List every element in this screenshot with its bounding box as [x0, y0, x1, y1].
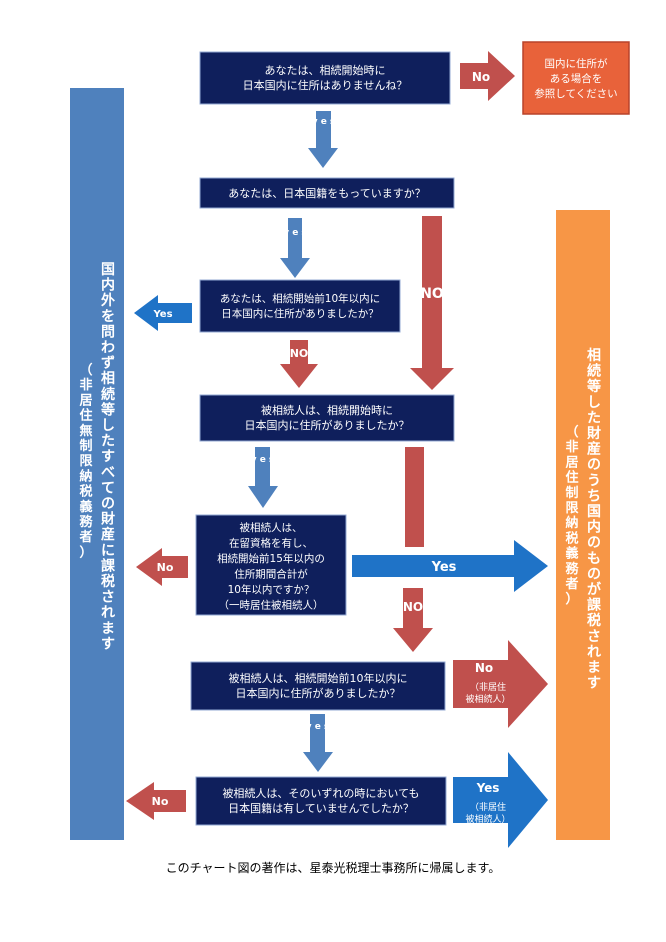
no-arrow-left-q5-label: No: [157, 561, 174, 574]
text-line: 被相続人は、そのいずれの時においても: [222, 786, 419, 800]
question-box-1: [199, 51, 451, 105]
text-line: 日本国内に住所がありましたか？: [221, 307, 379, 320]
text-line: 日本国内に住所がありましたか？: [245, 418, 410, 432]
left-column-text: 国内外を問わず相続等したすべての財産に課税されます （非居住無制限納税義務者）: [78, 262, 116, 652]
left-result-column: [70, 88, 124, 840]
no-arrow-q3: [280, 340, 318, 388]
no-arrow-right-q6-label: No: [475, 661, 493, 675]
text-line: 相続開始前15年以内の: [217, 552, 325, 565]
text-line: あなたは、相続開始前10年以内に: [220, 292, 380, 305]
yes-arrow-6-label: y e s: [306, 722, 330, 732]
no-arrow-left-q7: [126, 782, 186, 820]
copyright-footer: このチャート図の著作は、星泰光税理士事務所に帰属します。: [165, 861, 501, 875]
yes-arrow-1: [308, 111, 338, 168]
text-line: 日本国籍は有していませんでしたか？: [228, 801, 414, 815]
question-box-2: [199, 177, 455, 209]
text-line: ある場合を: [550, 72, 603, 85]
text-line: あなたは、相続開始時に: [265, 63, 386, 77]
no-bar-q4: [405, 447, 424, 547]
question-box-7: [195, 776, 447, 826]
text-line: あなたは、日本国籍をもっていますか？: [228, 186, 425, 200]
yes-arrow-1-label: y e s: [312, 117, 336, 127]
question-2-text: あなたは、日本国籍をもっていますか？: [228, 186, 425, 200]
text-line: 日本国内に住所がありましたか？: [236, 686, 401, 700]
no-arrow-q3-label: NO: [290, 347, 309, 360]
question-box-6: [190, 661, 446, 711]
text-line: 被相続人は、: [240, 521, 303, 534]
no-arrow-right-q6-sub-b: 被相続人）: [465, 693, 510, 705]
no-arrow-q2: [410, 216, 454, 390]
no-arrow-q2-label: NO: [420, 286, 444, 302]
yes-arrow-2-label: y e s: [283, 228, 307, 238]
no-arrow-q5-label: NO: [403, 600, 423, 614]
no-arrow-1-label: No: [472, 70, 490, 84]
text-line: 国内に住所が: [545, 57, 608, 70]
question-box-5: [195, 514, 347, 616]
no-arrow-right-q6-sub-a: （非居住: [470, 681, 506, 693]
text-line: 日本国内に住所はありませんね？: [243, 78, 408, 92]
text-line: 在留資格を有し、: [229, 537, 313, 550]
yes-arrow-right-q7-sub-b: 被相続人）: [465, 813, 510, 825]
yes-arrow-6: [303, 714, 333, 772]
yes-arrow-right-q5-label: Yes: [431, 560, 457, 575]
yes-arrow-4: [248, 447, 278, 508]
text-line: 住所期間合計が: [234, 568, 308, 581]
vertical-text: 国内外を問わず相続等したすべての財産に課税されます: [100, 262, 116, 652]
yes-arrow-right-q5: [352, 540, 548, 592]
text-line: 参照してください: [534, 87, 617, 100]
no-arrow-1: [460, 51, 515, 101]
yes-arrow-left-q3: [134, 295, 192, 331]
yes-arrow-right-q7-label: Yes: [476, 781, 500, 795]
yes-arrow-right-q7: [453, 752, 548, 848]
vertical-text: 相続等した財産のうち国内のものが課税されます: [586, 347, 602, 692]
yes-arrow-right-q7-sub-a: （非居住: [470, 801, 506, 813]
vertical-text: （非居住無制限納税義務者）: [78, 362, 93, 560]
question-box-3: [199, 279, 401, 333]
yes-arrow-left-q3-label: Yes: [152, 309, 172, 320]
no-arrow-right-q6: [453, 640, 548, 728]
yes-arrow-4-label: y e s: [251, 455, 275, 465]
no-arrow-left-q5: [136, 548, 188, 586]
right-column-text: 相続等した財産のうち国内のものが課税されます （非居住制限納税義務者）: [564, 347, 602, 692]
text-line: （一時居住被相続人）: [219, 599, 324, 612]
yes-arrow-2: [280, 218, 310, 278]
text-line: 被相続人は、相続開始前10年以内に: [229, 671, 408, 685]
question-box-4: [199, 394, 455, 442]
note-box: [522, 41, 630, 115]
right-result-column: [556, 210, 610, 840]
no-arrow-left-q7-label: No: [152, 795, 169, 808]
text-line: 10年以内ですか？: [228, 583, 315, 596]
vertical-text: （非居住制限納税義務者）: [564, 424, 579, 607]
no-arrow-q5: [393, 588, 433, 652]
text-line: 被相続人は、相続開始時に: [261, 403, 393, 417]
